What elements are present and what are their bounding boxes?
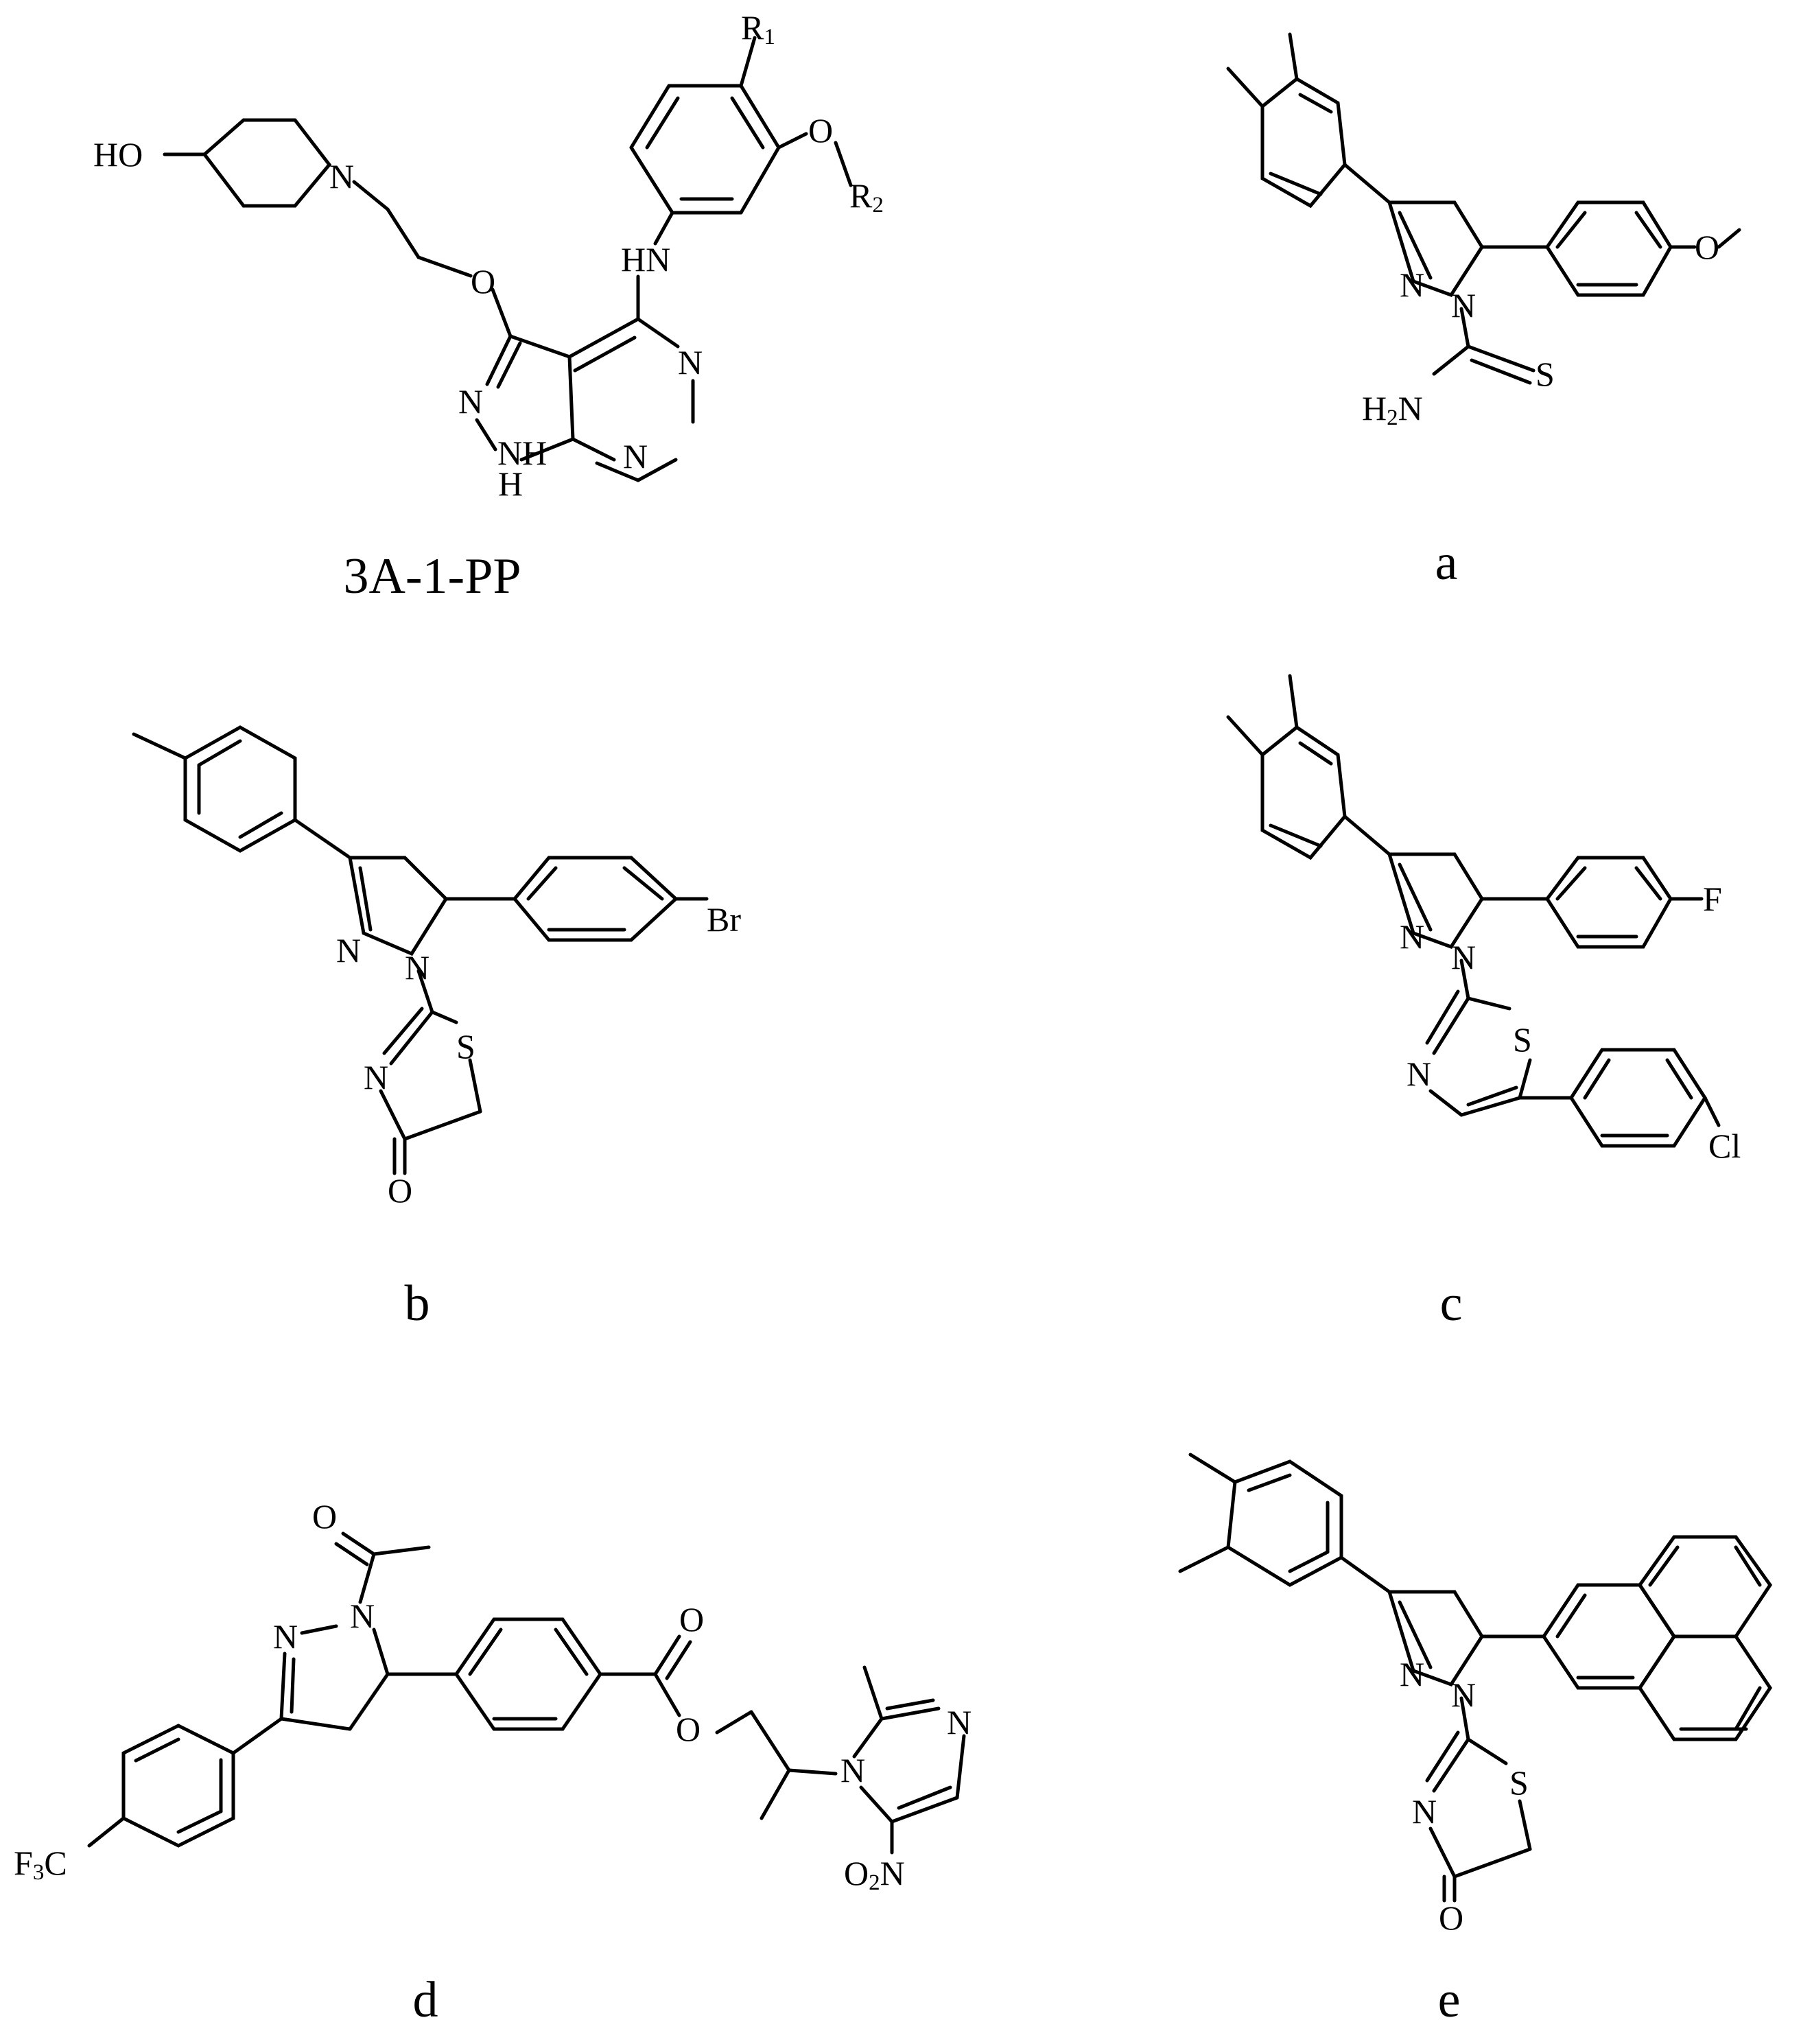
structure-d: O N N O O N N O2N F3C d (14, 1497, 972, 2028)
bromine-label: Br (707, 900, 741, 939)
thiazole-sulfur-label: S (1513, 1020, 1532, 1059)
amine-label: H2N (1362, 389, 1423, 430)
hydroxyl-label: HO (93, 135, 143, 174)
ether-oxygen-label: O (471, 262, 495, 301)
pyrazoline-n2-label: N (273, 1617, 298, 1656)
thiazolone-sulfur-label: S (456, 1027, 475, 1066)
pyrazoline-n2-label: N (1400, 1655, 1424, 1693)
pyrazoline-n1-label: N (350, 1597, 375, 1635)
piperidine-nitrogen-label: N (329, 157, 354, 196)
pyrazole-nitrogen-label: N (458, 382, 483, 421)
ester-oxygen-label: O (676, 1710, 701, 1748)
caption-e: e (1438, 1972, 1461, 2028)
methoxy-oxygen-label: O (1695, 228, 1719, 266)
thiazolone-nitrogen-label: N (1412, 1792, 1437, 1831)
pyrazoline-n2-label: N (1400, 917, 1424, 956)
pyrazole-nh-label: NH (497, 434, 547, 472)
thiazolone-sulfur-label: S (1509, 1763, 1529, 1802)
pyrazoline-n1-label: N (1451, 938, 1476, 976)
structure-a: N N S H2N O a (1226, 32, 1741, 591)
thiazole-nitrogen-label: N (1407, 1055, 1431, 1093)
pyrimidine-nitrogen-top-label: N (678, 343, 703, 381)
pyrazoline-n1-label: N (1451, 1676, 1476, 1714)
r1-label: R1 (741, 8, 775, 49)
pyrazoline-n2-label: N (336, 931, 361, 970)
fluorine-label: F (1703, 880, 1722, 918)
caption-d: d (413, 1972, 438, 2028)
structure-c: N N N S F Cl c (1226, 674, 1741, 1332)
caption-b: b (405, 1276, 430, 1332)
pyrazole-h-label: H (498, 465, 523, 503)
structure-3a-1-pp: HO N O HN N N N NH H R1 O R2 3A-1-PP (93, 8, 884, 604)
structure-b: N N N S O Br b (132, 725, 741, 1332)
trifluoromethyl-label: F3C (14, 1844, 67, 1885)
chlorine-label: Cl (1708, 1127, 1741, 1165)
pyrazoline-n1-label: N (1451, 286, 1476, 325)
nitro-group-label: O2N (844, 1854, 905, 1895)
acetyl-oxygen-label: O (312, 1497, 337, 1536)
anilino-nh-label: HN (621, 240, 670, 279)
caption-c: c (1440, 1276, 1463, 1332)
ester-carbonyl-oxygen-label: O (679, 1600, 704, 1638)
carbonyl-oxygen-label: O (1439, 1899, 1463, 1937)
structure-e: N N N S O e (1178, 1453, 1773, 2028)
carbonyl-oxygen-label: O (388, 1171, 412, 1210)
caption-3a-1-pp: 3A-1-PP (343, 548, 521, 604)
imidazole-n3-label: N (947, 1703, 972, 1741)
caption-a: a (1435, 535, 1458, 591)
pyrimidine-nitrogen-bottom-label: N (623, 437, 648, 475)
r2-label: R2 (849, 176, 884, 218)
thione-sulfur-label: S (1536, 355, 1555, 393)
pyrazoline-n2-label: N (1400, 266, 1424, 304)
thiazolone-nitrogen-label: N (364, 1058, 388, 1096)
ether-oxygen-r2-label: O (808, 111, 833, 150)
pyrazoline-n1-label: N (405, 948, 430, 987)
imidazole-n1-label: N (840, 1751, 865, 1789)
